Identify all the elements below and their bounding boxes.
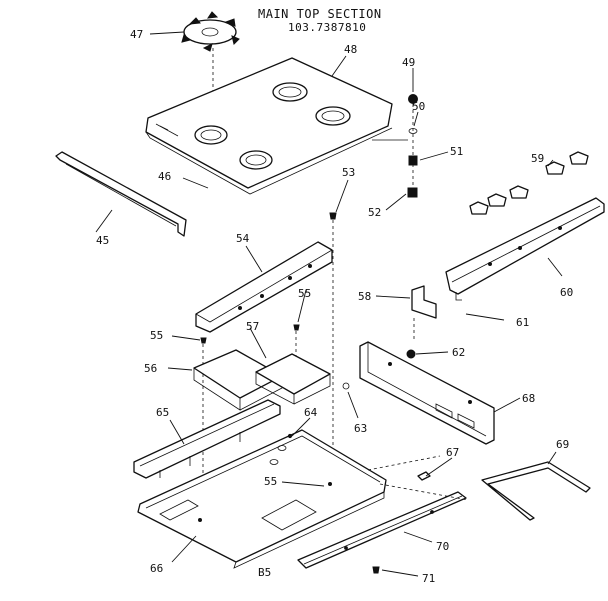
callout-50: 50 xyxy=(412,100,425,113)
callout-64: 64 xyxy=(304,406,318,419)
callout-67: 67 xyxy=(446,446,459,459)
callout-46: 46 xyxy=(158,170,171,183)
part-wire-bracket xyxy=(481,461,591,521)
part-front-bracket xyxy=(195,241,333,333)
callout-53: 53 xyxy=(342,166,355,179)
callout-55-left: 55 xyxy=(150,329,163,342)
callout-60: 60 xyxy=(560,286,573,299)
page-code: B5 xyxy=(258,566,271,579)
callout-58: 58 xyxy=(358,290,371,303)
model-number: 103.7387810 xyxy=(288,21,366,34)
callout-51: 51 xyxy=(450,145,463,158)
callout-62: 62 xyxy=(452,346,465,359)
part-screw xyxy=(329,212,337,470)
part-screw-71 xyxy=(372,566,380,574)
part-base-pan xyxy=(137,429,387,569)
part-washer-63 xyxy=(342,382,350,390)
part-side-rail xyxy=(133,399,281,479)
callout-57: 57 xyxy=(246,320,259,333)
part-valve-hardware xyxy=(372,94,418,198)
part-rear-panel xyxy=(359,341,495,445)
callout-68: 68 xyxy=(522,392,535,405)
callout-52: 52 xyxy=(368,206,381,219)
callout-48: 48 xyxy=(344,43,357,56)
part-control-channel xyxy=(445,197,605,301)
callout-55-upper: 55 xyxy=(298,287,311,300)
part-burner-cap xyxy=(181,11,240,52)
part-screw-55b xyxy=(293,324,300,331)
part-heat-shield-right xyxy=(255,353,331,405)
callout-70: 70 xyxy=(436,540,449,553)
diagram-title: MAIN TOP SECTION xyxy=(258,7,382,21)
part-small-clip xyxy=(417,471,431,481)
callout-47: 47 xyxy=(130,28,143,41)
callout-59: 59 xyxy=(531,152,544,165)
callout-49: 49 xyxy=(402,56,415,69)
part-clip xyxy=(411,285,437,319)
part-control-knobs xyxy=(469,151,589,215)
callout-54: 54 xyxy=(236,232,250,245)
callout-45: 45 xyxy=(96,234,109,247)
callout-61: 61 xyxy=(516,316,529,329)
part-screw-55a xyxy=(200,337,207,344)
callout-65: 65 xyxy=(156,406,169,419)
part-nut-62 xyxy=(406,349,416,359)
part-front-strip xyxy=(297,491,467,569)
callout-71: 71 xyxy=(422,572,435,585)
part-side-trim xyxy=(55,151,187,237)
part-cooktop xyxy=(145,57,393,195)
callout-66: 66 xyxy=(150,562,163,575)
leader-lines xyxy=(95,31,563,577)
callout-69: 69 xyxy=(556,438,569,451)
callout-63: 63 xyxy=(354,422,367,435)
callout-55-lower: 55 xyxy=(264,475,277,488)
callout-56: 56 xyxy=(144,362,157,375)
